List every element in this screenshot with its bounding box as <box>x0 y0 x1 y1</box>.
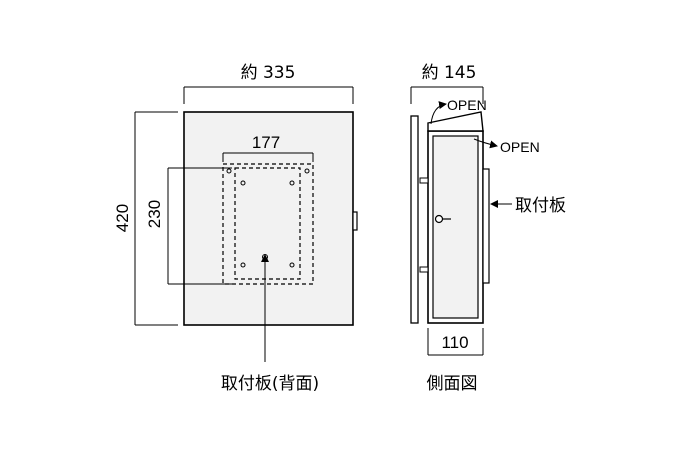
side-door-panel <box>432 135 479 319</box>
front-latch <box>352 211 358 231</box>
side-mounting-plate <box>482 168 490 284</box>
plate-callout-label: 取付板(背面) <box>221 374 319 394</box>
front-view: 約 335 420 230 177 取付板(背面) <box>113 63 358 394</box>
open-top-arrow <box>430 101 447 125</box>
open-top-label: OPEN <box>447 97 487 113</box>
dim-depth <box>410 86 484 104</box>
side-top-lid <box>427 111 484 132</box>
dim-width <box>183 86 354 104</box>
mounting-plate-inner <box>234 167 301 280</box>
side-back-wall <box>410 115 419 324</box>
open-door-arrow <box>473 138 498 149</box>
side-rail-lower <box>419 266 429 273</box>
dim-height <box>134 111 178 326</box>
dim-inner-depth-label: 110 <box>441 333 468 352</box>
side-rail-upper <box>419 177 429 184</box>
dim-plate-width <box>222 152 314 162</box>
side-plate-label: 取付板 <box>515 196 566 216</box>
side-view: 約 145 110 OPEN OPEN 取付板 側面図 <box>410 63 566 394</box>
dim-width-label: 約 335 <box>241 63 296 83</box>
dim-depth-label: 約 145 <box>422 63 477 83</box>
key-lock-icon <box>434 214 451 224</box>
open-door-label: OPEN <box>500 139 540 155</box>
mounting-plate-outer <box>222 163 314 285</box>
dim-plate-height <box>167 167 232 285</box>
side-view-title: 側面図 <box>427 374 478 394</box>
dim-plate-height-label: 230 <box>145 200 164 228</box>
dim-plate-width-label: 177 <box>252 133 280 152</box>
dim-inner-depth <box>427 328 484 356</box>
front-cabinet-body <box>183 111 354 326</box>
dim-height-label: 420 <box>113 204 132 232</box>
